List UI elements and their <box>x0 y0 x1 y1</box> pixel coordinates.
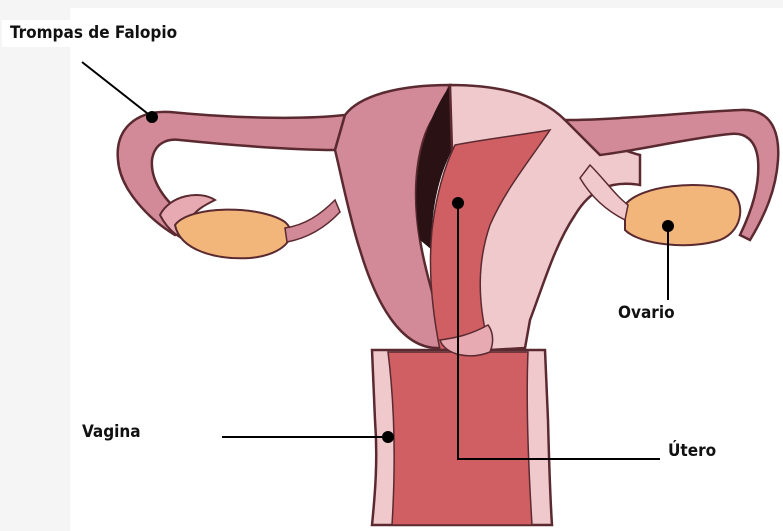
leader-dot-trompas <box>146 111 158 123</box>
vaginal-canal <box>388 352 532 525</box>
leader-dot-vagina <box>382 431 394 443</box>
leader-dot-ovario <box>662 220 674 232</box>
right-ovary <box>625 185 740 245</box>
label-vagina: Vagina <box>74 419 201 446</box>
label-fallopian-tubes: Trompas de Falopio <box>2 20 185 47</box>
label-uterus: Útero <box>660 438 756 465</box>
label-ovary: Ovario <box>610 300 683 327</box>
leader-dot-utero <box>452 197 464 209</box>
